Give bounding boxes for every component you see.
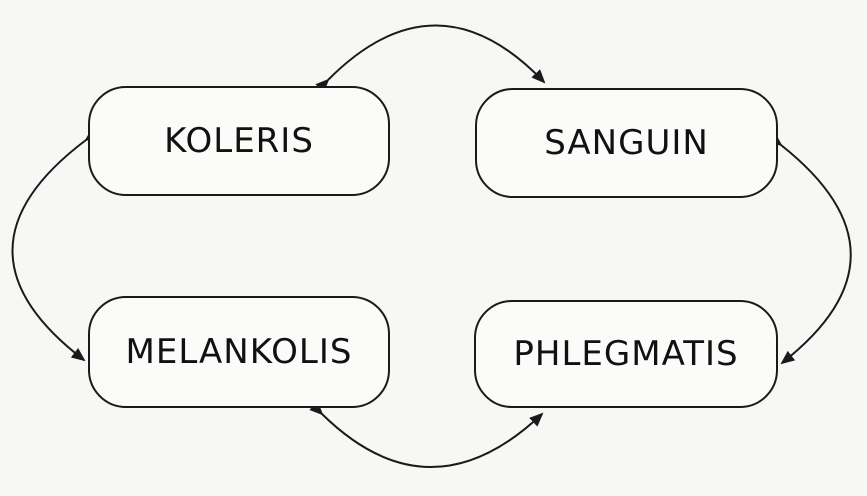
node-koleris: KOLERIS (88, 86, 390, 196)
arrow-sanguin-phlegmatis (767, 132, 852, 365)
node-melankolis: MELANKOLIS (88, 296, 390, 408)
node-phlegmatis: PHLEGMATIS (474, 300, 778, 408)
node-phlegmatis-label: PHLEGMATIS (513, 334, 739, 374)
arrow-koleris-sanguin (315, 24, 546, 93)
node-melankolis-label: MELANKOLIS (125, 332, 353, 372)
node-koleris-label: KOLERIS (164, 121, 314, 161)
node-sanguin: SANGUIN (475, 88, 778, 198)
node-sanguin-label: SANGUIN (544, 123, 709, 163)
arrow-koleris-melankolis (11, 127, 100, 362)
arrow-melankolis-phlegmatis (309, 401, 544, 468)
